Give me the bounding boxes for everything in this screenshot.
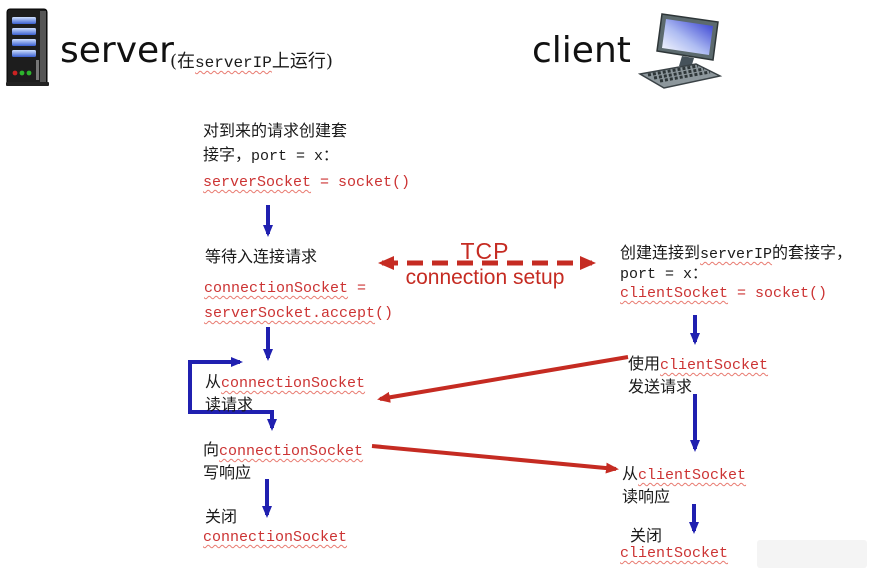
client-send-request-line1: 使用clientSocket [628,350,768,374]
server-write-socket: connectionSocket [219,443,364,460]
server-read-socket: connectionSocket [221,375,366,392]
client-socket-code: clientSocket = socket() [620,285,827,302]
client-send-socket: clientSocket [660,357,769,374]
server-read-request-line1: 从connectionSocket [205,368,365,392]
client-read-socket: clientSocket [638,467,747,484]
server-icon [6,8,49,86]
accept-call-rest: () [375,305,394,322]
server-accept-code-line2: serverSocket.accept() [204,305,393,322]
accept-call-id: serverSocket.accept [204,305,376,322]
client-read-response-line1: 从clientSocket [622,460,746,484]
server-title: server [60,30,174,71]
client-title: client [532,30,631,71]
server-subtitle: (在serverIP上运行) [170,47,333,73]
server-note-close: 上运行) [271,51,333,72]
server-create-socket-line2: 接字，port = x： [203,141,338,165]
server-wait-label: 等待入连接请求 [205,247,318,266]
client-computer-icon [637,13,723,89]
server-note-serverip: serverIP [195,54,272,72]
server-close-socket: connectionSocket [203,529,348,546]
server-write-response-line2: 写响应 [203,463,252,482]
client-create-socket-line1: 创建连接到serverIP的套接字， [620,239,852,263]
server-socket-rest: = socket() [311,174,411,191]
client-close-socket: clientSocket [620,545,729,562]
client-socket-id: clientSocket [620,285,729,302]
client-read-response-line2: 读响应 [622,487,671,506]
connection-socket-rest: = [348,280,367,297]
server-write-response-line1: 向connectionSocket [203,436,363,460]
client-create-socket-line2: port = x： [620,266,708,283]
tcp-label-line2: connection setup [405,266,565,289]
server-accept-code-line1: connectionSocket = [204,280,366,297]
arrow-request-client-to-server [377,355,629,403]
client-read-prefix: 从 [622,464,639,483]
server-socket-code: serverSocket = socket() [203,174,410,191]
client-send-prefix: 使用 [628,354,661,373]
tcp-label-line1: TCP [460,238,510,264]
client-create-serverip: serverIP [700,246,773,263]
server-close-label: 关闭 [205,507,238,526]
connection-socket-id: connectionSocket [204,280,349,297]
client-create-zh1: 创建连接到 [620,243,701,262]
server-create-socket-line2-code: port = x： [251,148,339,165]
client-create-zh2: 的套接字， [772,243,853,262]
arrow-response-server-to-client [371,444,619,474]
server-socket-id: serverSocket [203,174,312,191]
server-create-socket-line2-zh: 接字， [203,145,252,164]
client-socket-rest: = socket() [728,285,828,302]
server-read-request-line2: 读请求 [205,395,254,414]
server-create-socket-line1: 对到来的请求创建套 [203,121,348,140]
server-write-prefix: 向 [203,440,220,459]
watermark [757,540,867,568]
server-read-prefix: 从 [205,372,222,391]
server-note-open: (在 [170,51,196,72]
client-close-label: 关闭 [630,526,663,545]
client-send-request-line2: 发送请求 [628,377,693,396]
